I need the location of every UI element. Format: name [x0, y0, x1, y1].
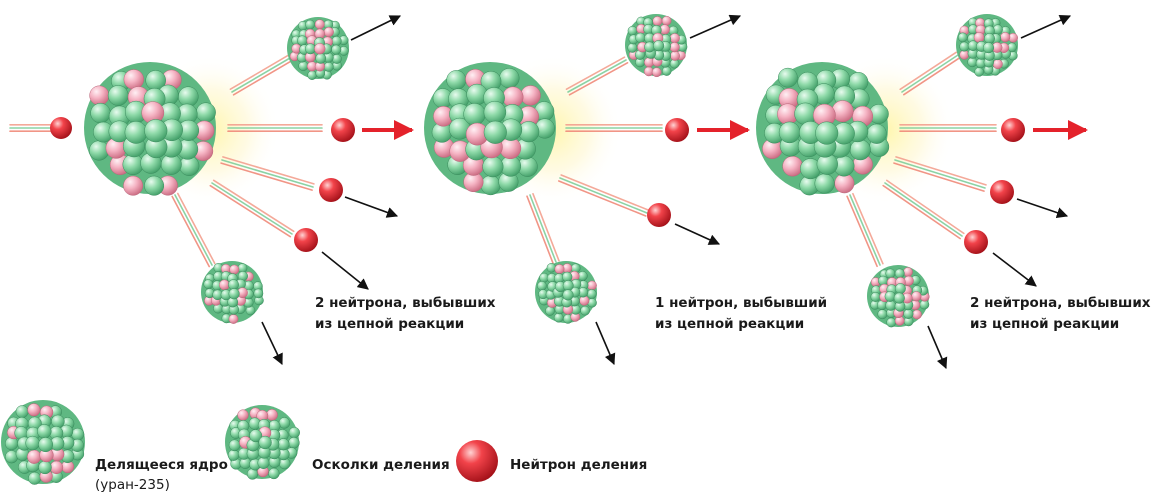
stage3-fragment-top — [956, 14, 1018, 77]
stage1-fragment-top — [287, 17, 349, 80]
stage1-arrow-fragment-top — [350, 15, 402, 41]
stage1-neutron-mid — [331, 118, 355, 142]
stage3-nucleus — [756, 62, 890, 196]
legend-neutron-label: Нейтрон деления — [510, 457, 648, 473]
stage1-fragment-bottom — [201, 261, 264, 324]
stage3-neutron-mid — [1001, 118, 1025, 142]
stage1-caption-line2: из цепной реакции — [315, 316, 465, 332]
stage2-fragment-bottom — [535, 261, 597, 324]
stage2-trail-fragment-bottom — [526, 193, 560, 265]
stage3-neutron-low2 — [964, 230, 988, 254]
stage1-trail-fragment-top — [229, 54, 293, 96]
legend-nucleus-sublabel: (уран-235) — [95, 477, 170, 493]
stage3-trail-fragment-bottom — [846, 192, 884, 268]
stage1-trail-neutron-low1 — [220, 156, 315, 191]
stage2-caption-line2: из цепной реакции — [655, 316, 805, 332]
stage2-trail-fragment-top — [565, 56, 629, 96]
legend-nucleus-icon — [1, 400, 85, 485]
stage1-caption-line1: 2 нейтрона, выбывших — [315, 295, 496, 311]
incoming-neutron — [50, 117, 72, 139]
stage2-arrow-fragment-top — [689, 14, 742, 39]
stage3-arrow-neutron-low2 — [992, 252, 1037, 287]
stage3-fragment-bottom — [867, 265, 930, 328]
legend-fragment-icon — [225, 405, 300, 480]
legend-neutron-icon — [456, 440, 498, 482]
legend-fragment-label: Осколки деления — [312, 457, 450, 473]
stage1-neutron-low1 — [319, 178, 343, 202]
stage3-arrow-neutron-low1 — [1016, 198, 1069, 219]
stage1-nucleus — [84, 62, 216, 196]
stage1-trail-neutron-low2 — [209, 179, 295, 238]
stage1-trail-fragment-bottom — [171, 192, 216, 268]
stage3-arrow-fragment-bottom — [927, 325, 948, 370]
stage1-arrow-neutron-low1 — [344, 196, 399, 218]
stage2-trail-neutron-low — [557, 174, 650, 217]
stage1-trail-neutron-mid — [227, 124, 323, 132]
stage1-neutron-low2 — [294, 228, 318, 252]
stage3-caption-line2: из цепной реакции — [970, 316, 1120, 332]
stage2-arrow-neutron-low — [674, 223, 721, 245]
stage2-fragment-top — [625, 14, 688, 78]
incoming-neutron-trail — [9, 124, 53, 132]
stage2-arrow-fragment-bottom — [595, 321, 616, 366]
stage2-caption-line1: 1 нейтрон, выбывший — [655, 295, 828, 311]
stage3-trail-fragment-top — [899, 51, 961, 96]
stage3-trail-neutron-low2 — [882, 179, 965, 240]
stage2-trail-neutron-mid — [565, 124, 663, 132]
stage2-nucleus — [424, 62, 556, 196]
stage3-trail-neutron-mid — [899, 124, 997, 132]
stage2-neutron-mid — [665, 118, 689, 142]
stage1-arrow-neutron-low2 — [321, 251, 369, 290]
stage1-arrow-fragment-bottom — [261, 321, 283, 366]
stage3-neutron-low1 — [990, 180, 1014, 204]
legend-nucleus-label: Делящееся ядро — [95, 457, 228, 473]
stage3-caption-line1: 2 нейтрона, выбывших — [970, 295, 1151, 311]
stage3-arrow-fragment-top — [1020, 15, 1072, 39]
stage3-trail-neutron-low1 — [893, 156, 987, 192]
stage2-neutron-low — [647, 203, 671, 227]
fission-chain-diagram — [1, 14, 1088, 485]
